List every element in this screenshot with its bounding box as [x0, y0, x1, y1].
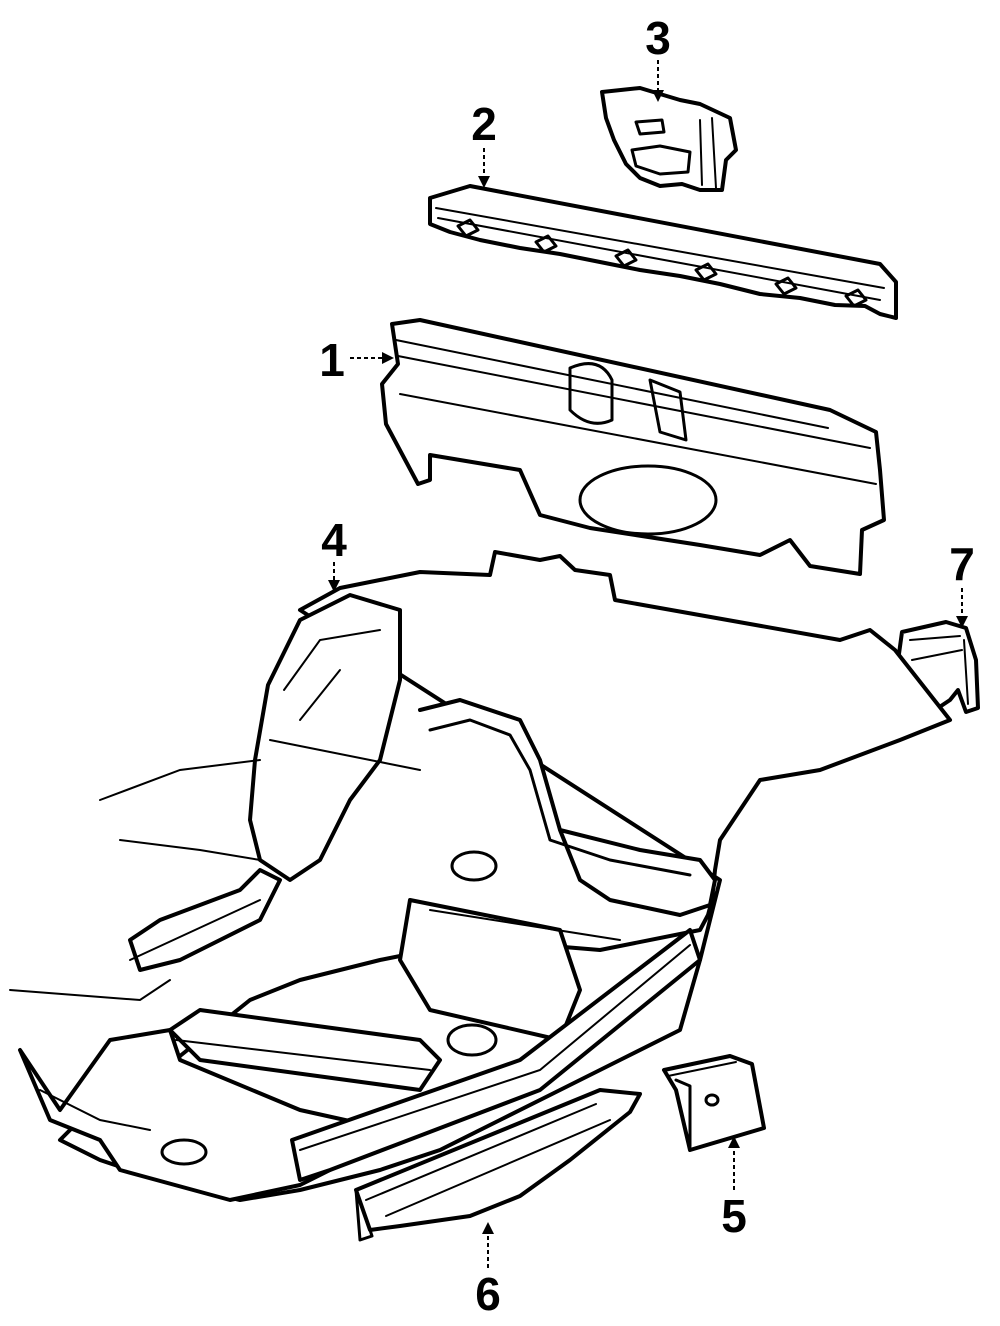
part-2-rail[interactable]: [428, 184, 898, 320]
callout-5: 5: [721, 1136, 747, 1242]
part-6-lower-rail[interactable]: [354, 1088, 642, 1242]
callout-label-3: 3: [645, 12, 671, 64]
callout-label-1: 1: [319, 334, 345, 386]
callout-2: 2: [471, 98, 497, 188]
callout-label-5: 5: [721, 1190, 747, 1242]
callout-label-4: 4: [321, 514, 347, 566]
callout-6: 6: [475, 1222, 501, 1320]
part-5-plate[interactable]: [662, 1054, 766, 1152]
part-3-bracket[interactable]: [600, 86, 738, 192]
callout-7: 7: [949, 538, 975, 628]
part-1-back-panel[interactable]: [380, 318, 886, 576]
callout-label-6: 6: [475, 1268, 501, 1320]
callout-1: 1: [319, 334, 394, 386]
callout-4: 4: [321, 514, 347, 592]
callout-label-2: 2: [471, 98, 497, 150]
callout-3: 3: [645, 12, 671, 102]
part-4-floor-pan[interactable]: [9, 550, 952, 1202]
callout-label-7: 7: [949, 538, 975, 590]
